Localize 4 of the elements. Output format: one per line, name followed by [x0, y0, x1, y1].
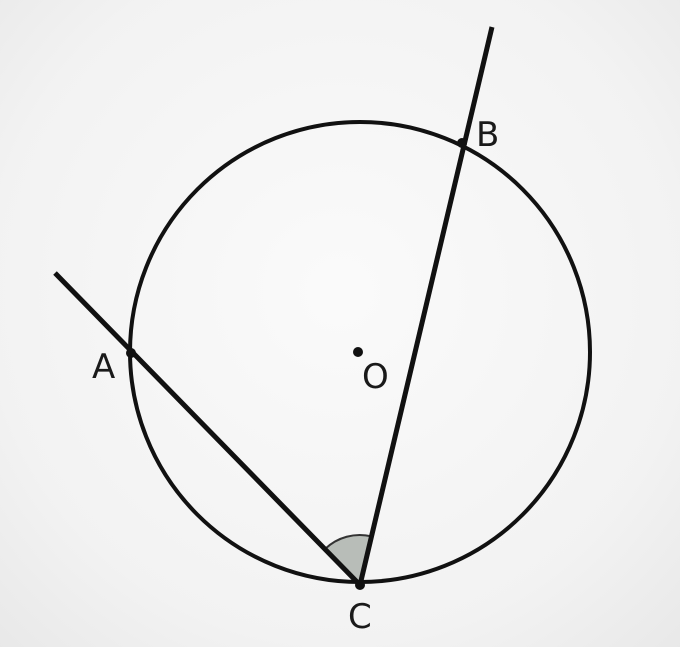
point-label: C — [348, 600, 372, 634]
point-label: O — [362, 360, 389, 394]
point-label: B — [476, 118, 500, 152]
point-label: A — [92, 350, 116, 384]
